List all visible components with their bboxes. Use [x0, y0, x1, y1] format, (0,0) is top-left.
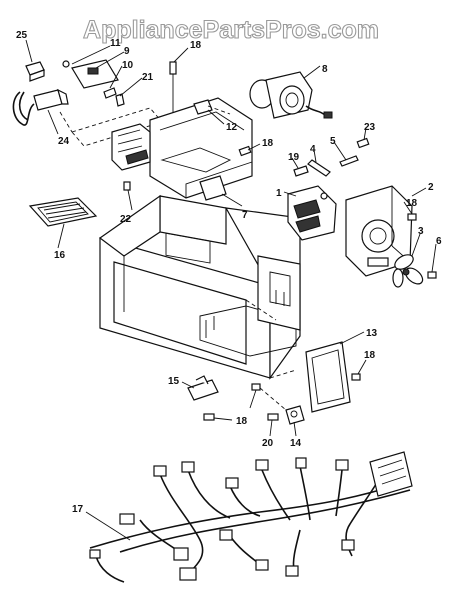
callout-12: 12	[226, 122, 238, 133]
guide-line-frame-b	[269, 369, 297, 379]
callout-17: 17	[72, 504, 84, 515]
callout-8: 8	[322, 64, 328, 75]
callout-18-mid: 18	[262, 138, 274, 149]
callout-18-lower-right: 18	[364, 350, 376, 361]
callout-15: 15	[168, 376, 180, 387]
callout-23: 23	[364, 122, 376, 133]
part-23-screw[interactable]	[356, 137, 370, 149]
part-7-mounting-bracket[interactable]	[149, 97, 253, 201]
part-22-screw[interactable]	[123, 181, 131, 191]
callout-10: 10	[122, 60, 134, 71]
part-25-block[interactable]	[25, 61, 45, 82]
callout-18-right: 18	[406, 198, 418, 209]
part-18-screw-lower-left[interactable]	[203, 413, 215, 421]
part-14-bracket[interactable]	[285, 405, 305, 425]
part-9-control-board[interactable]	[71, 59, 119, 89]
leader-lines	[25, 39, 437, 541]
callout-25: 25	[16, 30, 28, 41]
guide-line-frame-a	[245, 299, 277, 321]
part-24-harness-plug[interactable]	[12, 88, 69, 126]
callout-1: 1	[276, 188, 282, 199]
part-15-latch[interactable]	[187, 375, 219, 401]
part-19-screw[interactable]	[293, 165, 309, 177]
callout-7: 7	[242, 210, 248, 221]
callout-6: 6	[436, 236, 442, 247]
callout-18-lower: 18	[236, 416, 248, 427]
part-18-screw-top[interactable]	[169, 61, 177, 118]
cavity-frame[interactable]	[98, 194, 301, 380]
guide-line-lower	[259, 387, 287, 411]
part-17-wire-harness[interactable]	[89, 451, 413, 583]
part-13-panel[interactable]	[305, 341, 351, 413]
part-8-blower-motor[interactable]	[249, 71, 333, 119]
part-3-fan-blade[interactable]	[392, 252, 425, 288]
callout-labels: 25 11 9 10 21 24 18 8 12 18 22 7 16 1 19…	[16, 30, 442, 515]
part-1-switch-assembly[interactable]	[287, 185, 337, 241]
callout-21: 21	[142, 72, 154, 83]
part-20-screw[interactable]	[267, 413, 279, 421]
part-6-screw[interactable]	[427, 271, 437, 279]
rear-panel[interactable]	[257, 255, 301, 331]
watermark-text: AppliancePartsPros.com	[83, 16, 379, 44]
callout-14: 14	[290, 438, 302, 449]
part-21-screw[interactable]	[115, 93, 125, 107]
callout-22: 22	[120, 214, 132, 225]
callout-18-top: 18	[190, 40, 202, 51]
callout-9: 9	[124, 46, 130, 57]
callout-20: 20	[262, 438, 274, 449]
callout-24: 24	[58, 136, 70, 147]
callout-11: 11	[110, 38, 121, 49]
callout-16: 16	[54, 250, 66, 261]
guide-line-24	[59, 111, 73, 133]
callout-3: 3	[418, 226, 424, 237]
part-18-screw-lower-right[interactable]	[351, 373, 361, 381]
callout-13: 13	[366, 328, 378, 339]
part-18-screw-right[interactable]	[407, 213, 417, 221]
part-18-screw-lower-mid[interactable]	[251, 383, 261, 391]
callout-4: 4	[310, 144, 316, 155]
transformer[interactable]	[111, 123, 151, 171]
part-11-screw[interactable]	[62, 60, 70, 68]
part-5-pin[interactable]	[339, 155, 359, 167]
callout-5: 5	[330, 136, 336, 147]
callout-2: 2	[428, 182, 434, 193]
part-4-clip[interactable]	[307, 159, 331, 177]
callout-19: 19	[288, 152, 300, 163]
part-10-screw[interactable]	[103, 87, 117, 99]
part-16-filter[interactable]	[28, 197, 98, 227]
part-12-connector[interactable]	[193, 99, 231, 115]
